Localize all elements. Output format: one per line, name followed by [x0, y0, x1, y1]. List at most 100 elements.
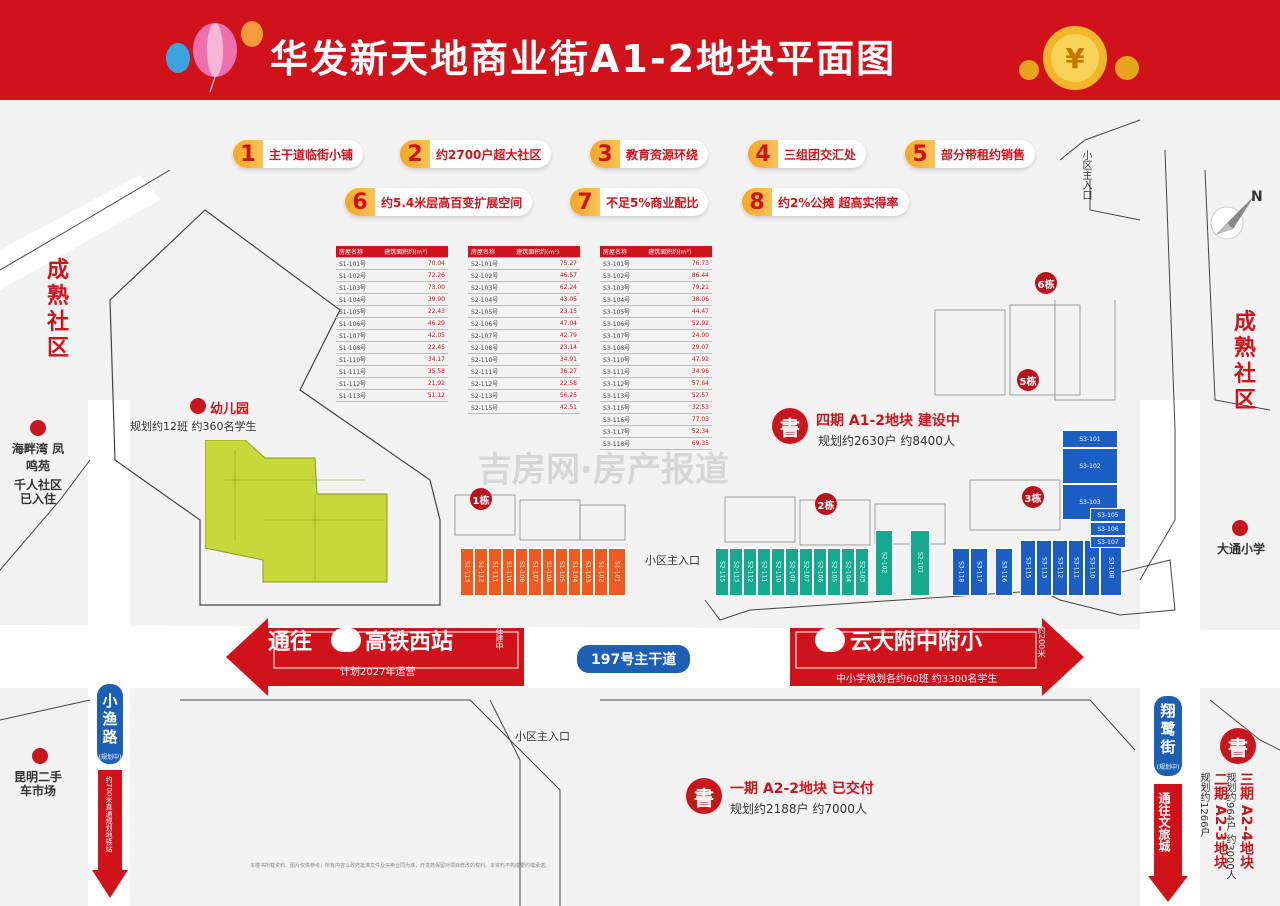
unit-s2[interactable]: S2-106 [813, 548, 827, 596]
unit-s3[interactable]: S3-107 [1090, 536, 1126, 548]
entrance-label-top: 小区主入口 [1080, 150, 1091, 200]
phase1-desc: 规划约2188户 约7000人 [730, 802, 867, 816]
unit-s1[interactable]: S1-112 [474, 548, 488, 596]
unit-s1[interactable]: S1-104 [568, 548, 581, 596]
road-left-bg [97, 684, 123, 764]
compass-icon: N [1210, 189, 1263, 240]
arrow-down-left [92, 770, 128, 898]
unit-s2[interactable]: S2-101 [910, 530, 930, 596]
building-badge-1: 1栋 [470, 488, 492, 510]
building-badge-5: 5栋 [1017, 369, 1039, 391]
unit-s1[interactable]: S1-113 [460, 548, 474, 596]
unit-s1[interactable]: S1-111 [488, 548, 502, 596]
unit-s2[interactable]: S2-104 [841, 548, 855, 596]
unit-s2[interactable]: S2-110 [771, 548, 785, 596]
svg-text:¥: ¥ [1065, 42, 1085, 75]
kindergarten-pin-icon [190, 398, 206, 414]
kindergarten-block [205, 440, 388, 583]
unit-s3[interactable]: S3-113 [1036, 540, 1052, 596]
watermark: 吉房网·房产报道 [478, 450, 729, 490]
arrow-left-label: 通往 [268, 630, 313, 655]
building-badge-2: 2栋 [815, 493, 837, 515]
community-left-label: 成熟社区 [46, 258, 69, 361]
road-left-label: 小渔路 [102, 692, 118, 746]
unit-s2[interactable]: S2-115 [715, 548, 729, 596]
arrow-right-sub: 中小学规划各约60班 约3300名学生 [836, 674, 998, 685]
unit-s3[interactable]: S3-108 [1100, 540, 1122, 596]
building-badge-3: 3栋 [1022, 486, 1044, 508]
arrow-down-right [1148, 784, 1188, 902]
unit-s1[interactable]: S1-101 [608, 548, 626, 596]
school-icon [815, 628, 845, 652]
balloons-icon [166, 21, 263, 93]
arrow-right-shape [790, 618, 1084, 696]
unit-s2[interactable]: S2-102 [875, 530, 893, 596]
unit-s1[interactable]: S1-108 [515, 548, 528, 596]
unit-s3[interactable]: S3-110 [1084, 540, 1100, 596]
arrow-left-sub: 计划2027年运营 [340, 667, 416, 678]
unit-s1[interactable]: S1-106 [542, 548, 555, 596]
header-banner: 华发新天地商业街A1-2地块平面图 ¥ [0, 0, 1280, 100]
unit-s3[interactable]: S3-117 [970, 548, 988, 596]
unit-s3[interactable]: S3-106 [1090, 522, 1126, 536]
road-right-note: (规划中) [1156, 764, 1180, 771]
car-icon [32, 748, 48, 764]
main-road-label: 197号主干道 [577, 645, 691, 673]
kindergarten-desc: 规划约12班 约360名学生 [130, 420, 257, 433]
unit-s1[interactable]: S1-102 [594, 548, 608, 596]
unit-s3[interactable]: S3-115 [1020, 540, 1036, 596]
entrance-label-middle: 小区主入口 [645, 554, 700, 567]
road-left-note: (规划中) [98, 754, 122, 761]
unit-s3[interactable]: S3-102 [1062, 448, 1118, 484]
unit-s2[interactable]: S2-113 [729, 548, 743, 596]
seal-icon: 書 [686, 778, 722, 814]
kindergarten-name: 幼儿园 [210, 402, 250, 417]
phase4-title: 四期 A1-2地块 建设中 [816, 413, 960, 429]
arrow-right-target: 云大附中附小 [850, 630, 983, 655]
page-title: 华发新天地商业街A1-2地块平面图 [270, 37, 897, 81]
phase3-desc: 规划约964户 约3000人 [1224, 772, 1235, 880]
building-5-6-floorplan [934, 300, 1116, 531]
unit-s3[interactable]: S3-101 [1062, 430, 1118, 448]
arrow-down-right-label: 通往文旅城 [1157, 792, 1171, 852]
unit-s1[interactable]: S1-103 [581, 548, 594, 596]
road-right-bg [1154, 696, 1182, 776]
phase3-title: 三期 A2-4地块 [1238, 772, 1254, 870]
train-icon [331, 628, 361, 652]
unit-s2[interactable]: S2-108 [785, 548, 799, 596]
arrow-left-target: 高铁西站 [365, 630, 454, 655]
building-badge-6: 6栋 [1035, 272, 1057, 294]
unit-s2[interactable]: S2-103 [855, 548, 869, 596]
arrow-down-left-label: 约700米直通规划地铁站 [105, 776, 113, 853]
unit-s3[interactable]: S3-111 [1068, 540, 1084, 596]
road-right-label: 翔鹭街 [1160, 702, 1176, 756]
phase2-desc: 规划约1266户 [1198, 772, 1209, 838]
unit-s1[interactable]: S1-107 [528, 548, 542, 596]
unit-s3[interactable]: S3-112 [1052, 540, 1068, 596]
arrow-left-note: 在建中 [495, 626, 504, 650]
location-pin-icon [30, 420, 46, 436]
poi-kunming-line2: 车市场 [19, 784, 56, 798]
poi-qianren-line2: 已入住 [19, 492, 56, 506]
poi-kunming-line1: 昆明二手 [13, 770, 62, 784]
phase2-title: 二期 A2-3地块 [1212, 772, 1228, 870]
unit-s3[interactable]: S3-118 [952, 548, 970, 596]
unit-s2[interactable]: S2-111 [757, 548, 771, 596]
poi-datong: 大通小学 [1216, 542, 1265, 556]
seal-icon: 書 [772, 408, 808, 444]
community-right-label: 成熟社区 [1233, 310, 1256, 413]
unit-s2[interactable]: S2-107 [799, 548, 813, 596]
unit-s1[interactable]: S1-110 [502, 548, 515, 596]
unit-s1[interactable]: S1-105 [555, 548, 568, 596]
entrance-label-bottom: 小区主入口 [515, 730, 570, 743]
unit-s3[interactable]: S3-116 [995, 548, 1013, 596]
unit-s3[interactable]: S3-105 [1090, 508, 1126, 522]
unit-s2[interactable]: S2-112 [743, 548, 757, 596]
unit-s2[interactable]: S2-105 [827, 548, 841, 596]
